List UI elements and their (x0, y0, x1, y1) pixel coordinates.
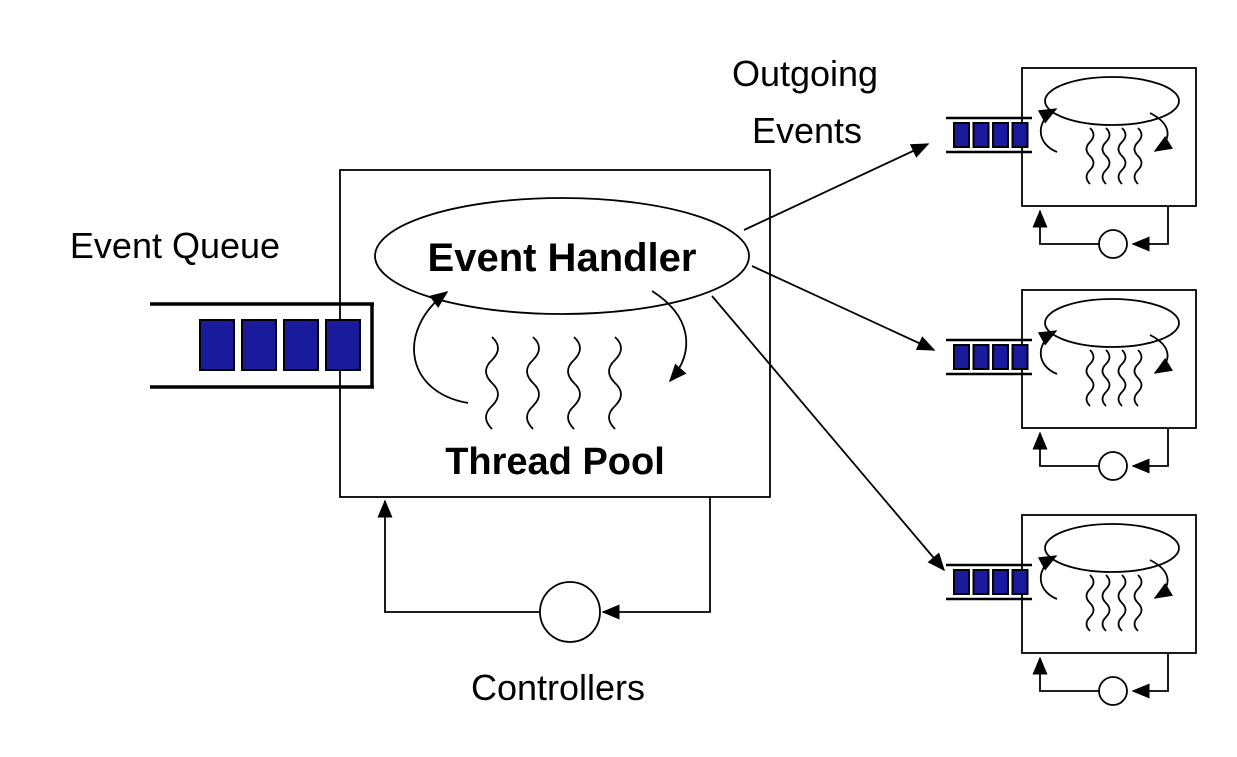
feedback-line-to-box (377, 499, 540, 613)
replica-queue-items (953, 569, 1029, 595)
controllers-label: Controllers (471, 667, 645, 708)
replica-squiggle (1117, 574, 1127, 632)
queue-item (325, 319, 361, 371)
controller-circle (539, 581, 601, 643)
replica-squiggle (1117, 127, 1127, 185)
queue-item (972, 122, 990, 148)
event-handler-ellipse (374, 197, 750, 315)
replica-curved-arrow-right (1149, 559, 1173, 599)
replica-squiggle (1101, 127, 1111, 185)
thread-squiggle (526, 336, 540, 430)
queue-item (283, 319, 319, 371)
queue-item (953, 569, 970, 595)
replica-feedback-line-to-controller (1131, 428, 1169, 474)
replica-queue-items (953, 344, 1029, 370)
replica-curved-arrow-right (1149, 112, 1173, 152)
outgoing-events-label-line1: Outgoing (732, 53, 878, 94)
queue-item (1011, 122, 1029, 148)
queue-item (972, 569, 990, 595)
replica-controller-circle (1098, 229, 1128, 259)
outgoing-arrow-2 (751, 265, 936, 351)
replica-handler-ellipse (1044, 523, 1180, 573)
replica-worker-2 (946, 289, 1197, 481)
replica-feedback-line-to-box (1032, 209, 1099, 245)
queue-item (1011, 344, 1029, 370)
queue-item (953, 344, 970, 370)
queue-item (953, 122, 970, 148)
event-handler-label: Event Handler (428, 236, 697, 280)
replica-squiggle (1085, 349, 1095, 407)
queue-item (972, 344, 990, 370)
replica-controller-circle (1098, 676, 1128, 706)
replica-worker-3 (946, 514, 1197, 706)
thread-squiggle (567, 336, 581, 430)
event-queue-label: Event Queue (70, 225, 280, 266)
replica-worker-1 (946, 67, 1197, 259)
replica-handler-ellipse (1044, 76, 1180, 126)
replica-curved-arrow-left (1037, 108, 1058, 153)
queue-item (992, 344, 1009, 370)
thread-pool-label: Thread Pool (445, 441, 665, 483)
queue-item (992, 569, 1009, 595)
thread-squiggle (608, 336, 622, 430)
replica-feedback-line-to-controller (1131, 206, 1169, 252)
queue-item (992, 122, 1009, 148)
replica-queue-items (953, 122, 1029, 148)
replica-feedback-line-to-box (1032, 656, 1099, 692)
replica-squiggle (1101, 349, 1111, 407)
replica-curved-arrow-right (1149, 334, 1173, 374)
replica-squiggle (1101, 574, 1111, 632)
replica-feedback-line-to-box (1032, 431, 1099, 467)
queue-item (241, 319, 277, 371)
queue-item (199, 319, 235, 371)
replica-feedback-line-to-controller (1131, 653, 1169, 699)
feedback-line-to-controller (601, 497, 711, 620)
replica-curved-arrow-left (1037, 555, 1058, 600)
replica-squiggle (1133, 349, 1143, 407)
curved-arrow-to-threads (651, 290, 688, 383)
event-queue-items (199, 319, 361, 371)
thread-squiggle (485, 336, 499, 430)
replica-squiggle (1085, 574, 1095, 632)
replica-squiggle (1085, 127, 1095, 185)
replica-squiggle (1133, 127, 1143, 185)
replica-squiggle (1133, 574, 1143, 632)
thread-pool-squiggles (485, 336, 622, 430)
outgoing-events-label-line2: Events (752, 110, 862, 151)
replica-curved-arrow-left (1037, 330, 1058, 375)
replica-handler-ellipse (1044, 298, 1180, 348)
replica-controller-circle (1098, 451, 1128, 481)
curved-arrow-to-handler (413, 291, 469, 404)
outgoing-arrow-3 (711, 295, 945, 572)
outgoing-arrow-1 (743, 143, 930, 231)
replica-squiggle (1117, 349, 1127, 407)
queue-item (1011, 569, 1029, 595)
